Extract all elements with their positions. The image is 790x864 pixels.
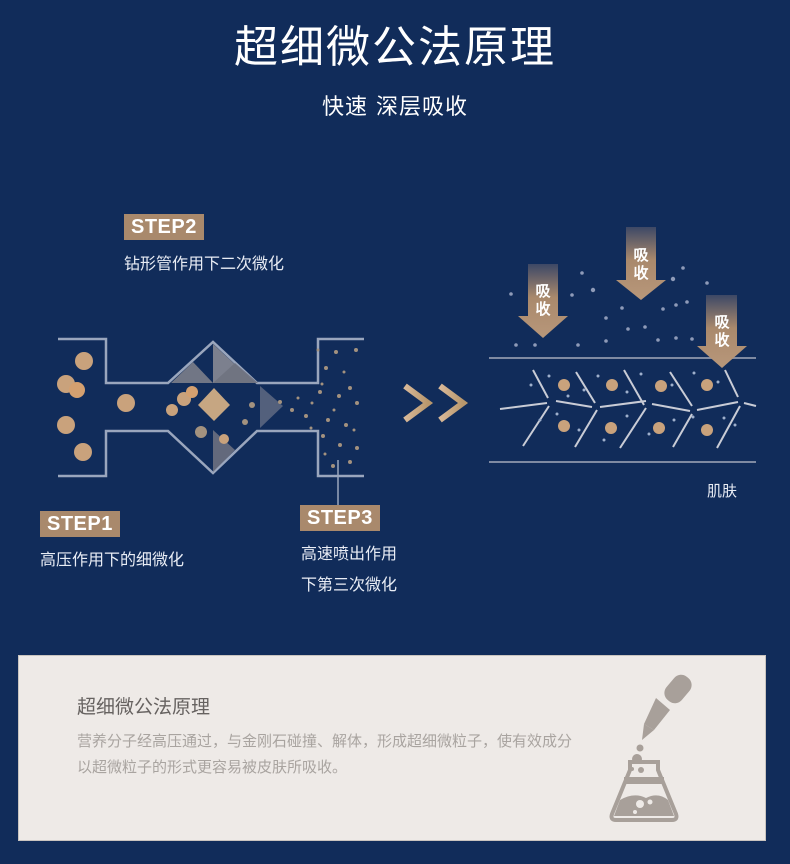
step1-badge: STEP1 — [40, 511, 120, 537]
info-card-body-line1: 营养分子经高压通过，与金刚石碰撞、解体，形成超细微粒子，使有效成分 — [77, 732, 573, 750]
skin-fine-dots — [529, 371, 737, 442]
absorption-arrow-1 — [518, 264, 568, 338]
skin-label: 肌肤 — [707, 482, 738, 500]
step1-particles — [57, 352, 255, 461]
info-card-title: 超细微公法原理 — [77, 696, 211, 718]
skin-particles — [558, 379, 713, 436]
step3-spray-particles — [278, 348, 359, 468]
skin-layers — [489, 357, 756, 463]
step3-description-line1: 高速喷出作用 — [301, 544, 398, 563]
info-card: 超细微公法原理 营养分子经高压通过，与金刚石碰撞、解体，形成超细微粒子，使有效成… — [18, 655, 766, 841]
step2-description: 钻形管作用下二次微化 — [124, 254, 285, 273]
lab-flask-dropper-icon — [609, 674, 692, 822]
skin-cell-network — [499, 369, 757, 449]
step3-description-line2: 下第三次微化 — [301, 575, 398, 594]
absorption-arrow-2 — [616, 227, 666, 300]
micronization-diagram — [57, 227, 757, 506]
page-subtitle: 快速 深层吸收 — [322, 95, 468, 120]
page-title: 超细微公法原理 — [234, 22, 556, 73]
absorption-arrow-2-label: 吸收 — [633, 246, 649, 282]
info-card-body: 营养分子经高压通过，与金刚石碰撞、解体，形成超细微粒子，使有效成分 以超微粒子的… — [77, 728, 617, 780]
info-card-body-line2: 以超微粒子的形式更容易被皮肤所吸收。 — [77, 758, 348, 776]
absorption-arrow-1-label: 吸收 — [535, 282, 551, 318]
absorption-arrow-3-label: 吸收 — [714, 313, 730, 349]
diamond-chamber — [171, 344, 283, 472]
step3-badge: STEP3 — [300, 505, 380, 531]
step1-description: 高压作用下的细微化 — [40, 550, 185, 569]
nozzle-pipe — [58, 337, 364, 478]
absorption-arrow-3 — [697, 295, 747, 368]
step2-badge: STEP2 — [124, 214, 204, 240]
process-arrow-icon — [403, 383, 469, 423]
